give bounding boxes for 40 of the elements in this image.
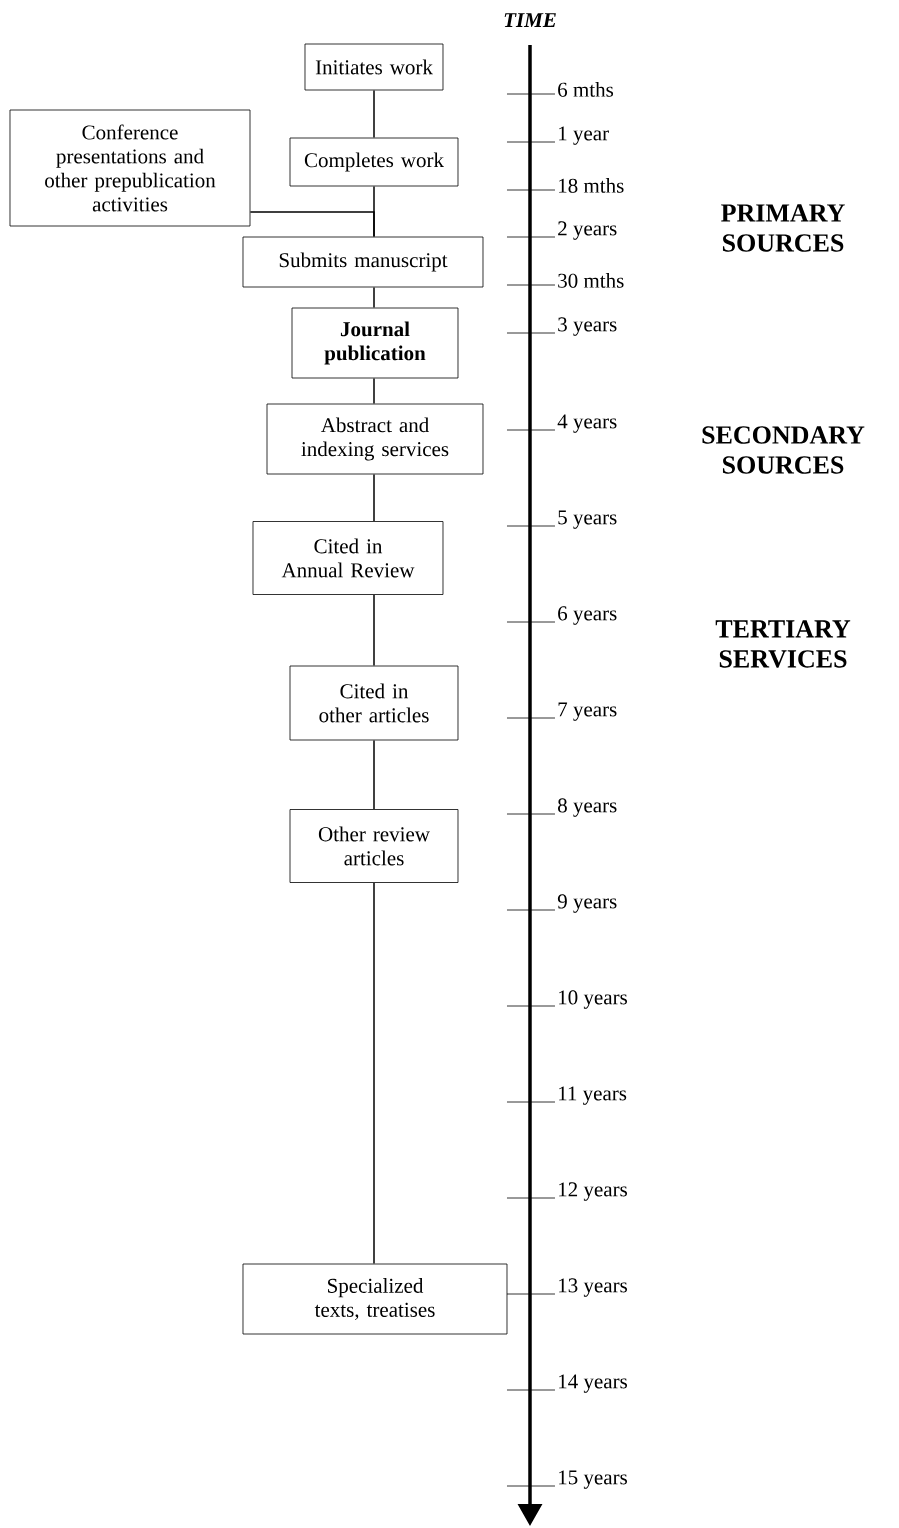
connector-line [373, 473, 375, 522]
text-box: Cited in Annual Review [252, 521, 444, 595]
connector-line [373, 377, 375, 405]
text-box: Journal publication [291, 307, 459, 379]
tick-label: 2 years [558, 221, 617, 240]
tick-label: 11 years [559, 1086, 627, 1105]
tick-label: 5 years [558, 510, 617, 529]
connector-line [373, 286, 375, 309]
tick-label: 8 years [558, 798, 617, 817]
text-box: Other review articles [289, 809, 459, 883]
section-label: TERTIARY SERVICES [715, 620, 851, 668]
tick-label: 4 years [557, 414, 617, 433]
tick-label: 6 mths [558, 82, 614, 97]
tick-label: 7 years [558, 702, 617, 721]
text-box: Initiates work [304, 43, 444, 91]
tick-label: 30 mths [558, 273, 624, 288]
axis-title: TIME [504, 13, 556, 27]
tick-label: 9 years [557, 894, 617, 913]
tick-label: 18 mths [559, 178, 624, 193]
text-box: Cited in other articles [289, 665, 459, 741]
connector-line [373, 739, 375, 810]
text-box: Completes work [289, 137, 459, 187]
section-label: PRIMARY SOURCES [721, 204, 845, 252]
connector-line [373, 594, 375, 667]
tick-label: 13 years [559, 1278, 627, 1297]
tick-label: 12 years [559, 1182, 627, 1201]
tick-label: 14 years [559, 1374, 627, 1393]
text-box: Abstract and indexing services [266, 403, 484, 475]
section-label: SECONDARY SOURCES [702, 426, 865, 474]
tick-label: 3 years [558, 317, 617, 336]
text-box: Specialized texts, treatises [242, 1263, 508, 1335]
text-box: Submits manuscript [242, 236, 484, 288]
tick-label: 6 years [558, 606, 617, 625]
tick-label: 15 years [559, 1470, 627, 1489]
text-box: Conference presentations and other prepublication activities [9, 109, 251, 227]
connector-line [373, 882, 375, 1265]
connector-line [373, 89, 375, 139]
tick-label: 1 year [559, 126, 609, 145]
tick-label: 10 years [559, 990, 627, 1009]
connector-line [373, 185, 375, 238]
